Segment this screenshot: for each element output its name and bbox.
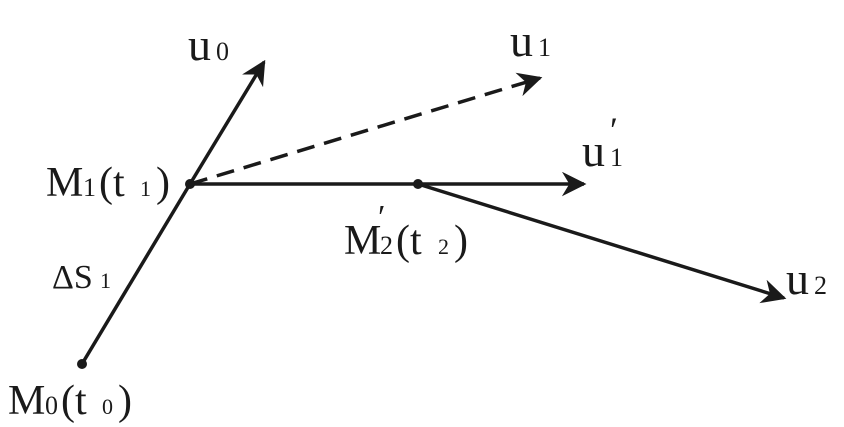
label-m1: M 1 (t 1 ) <box>46 160 170 206</box>
label-u0-sub: 0 <box>216 37 229 66</box>
label-m1-sub: 1 <box>83 173 96 202</box>
label-m0-main: M <box>8 378 45 424</box>
label-u2-main: u <box>786 253 809 304</box>
label-m0: M 0 (t 0 ) <box>8 378 132 424</box>
label-m0-sub: 0 <box>45 391 58 420</box>
label-ds1-sub: 1 <box>100 268 111 293</box>
vector-u2 <box>417 182 787 304</box>
label-u0-main: u <box>188 19 211 70</box>
label-u2-sub: 2 <box>814 271 827 300</box>
label-u1-sub: 1 <box>538 33 551 62</box>
label-m1-main: M <box>46 160 83 206</box>
point-m2-prime <box>413 179 423 189</box>
label-u1-main: u <box>510 15 533 66</box>
label-u1: u 1 <box>510 15 551 66</box>
segment-m0-m1 <box>80 183 192 365</box>
label-m1-sub2: 1 <box>140 176 151 201</box>
label-m0-close: ) <box>118 378 132 424</box>
point-m1 <box>185 179 195 189</box>
vector-u0 <box>188 59 266 185</box>
label-m1-open: (t <box>99 160 125 206</box>
label-m1-close: ) <box>156 160 170 206</box>
vector-u1-dashed <box>189 72 543 186</box>
label-ds1-main: ΔS <box>52 259 93 296</box>
label-u0: u 0 <box>188 19 229 70</box>
label-u1p-prime: ′ <box>610 110 618 150</box>
label-m2-close: ) <box>454 218 468 264</box>
label-m2-sub: 2 <box>380 231 393 260</box>
label-m0-sub2: 0 <box>102 394 113 419</box>
label-m2-open: (t <box>396 218 422 264</box>
label-m0-open: (t <box>61 378 87 424</box>
label-u1p-main: u <box>582 125 605 176</box>
label-u2: u 2 <box>786 253 827 304</box>
label-m2-prime: M ′ 2 (t 2 ) <box>344 199 468 264</box>
label-m2-main: M <box>344 218 381 264</box>
label-delta-s1: ΔS 1 <box>52 259 111 296</box>
label-m2-sub2: 2 <box>438 234 449 259</box>
label-u1p-sub: 1 <box>610 143 623 172</box>
label-m2-prime-mark: ′ <box>378 199 385 236</box>
label-u1-prime: u ′ 1 <box>582 110 623 176</box>
point-m0 <box>77 359 87 369</box>
